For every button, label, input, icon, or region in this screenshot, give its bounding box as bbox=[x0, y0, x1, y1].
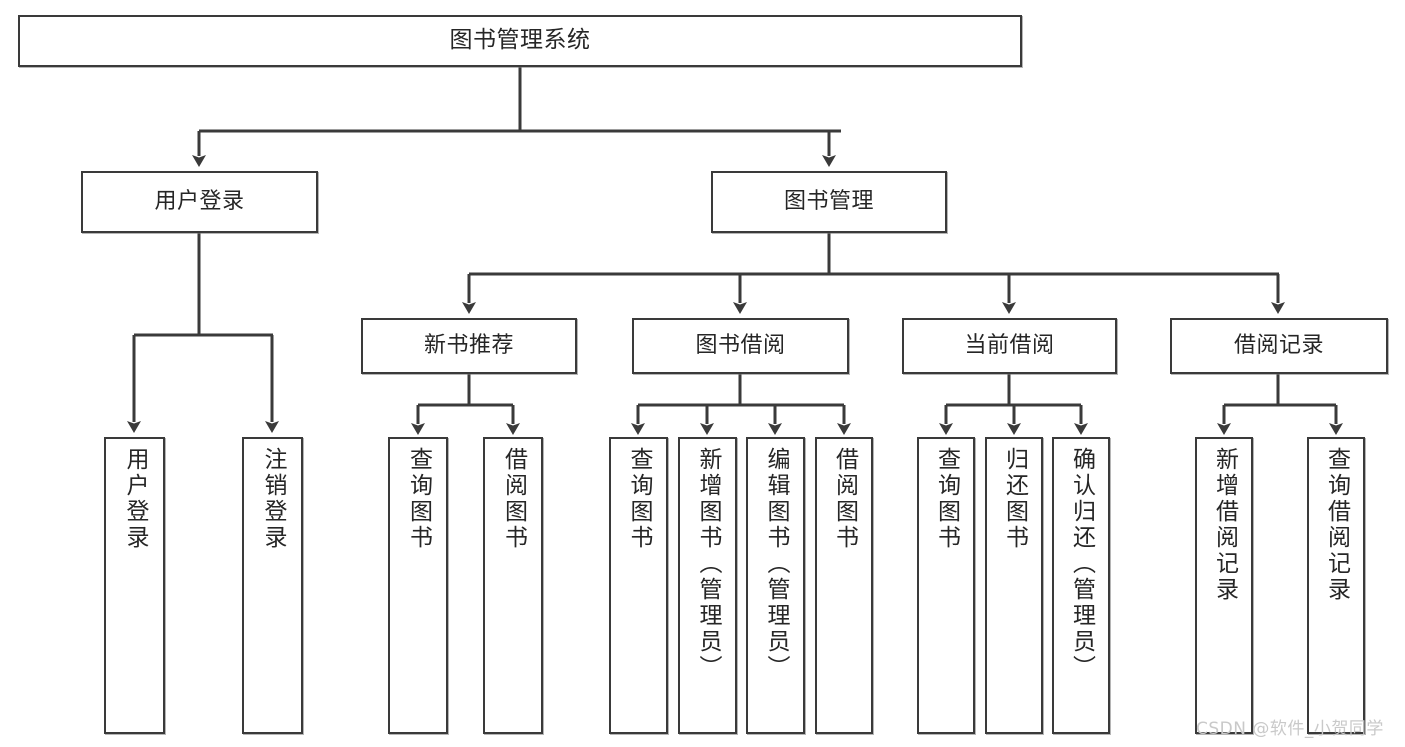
node-leaf-borrow-book-label: 借阅图书 bbox=[831, 447, 858, 551]
node-leaf-add-book[interactable]: 新增图书（管理员） bbox=[678, 437, 737, 734]
node-borrow-record[interactable]: 借阅记录 bbox=[1170, 318, 1388, 374]
node-leaf-confirm-return[interactable]: 确认归还（管理员） bbox=[1052, 437, 1110, 734]
node-leaf-user-logout-label: 注销登录 bbox=[260, 447, 286, 551]
node-leaf-query-record-label: 查询借阅记录 bbox=[1323, 447, 1350, 603]
node-leaf-borrow-book-rec-label: 借阅图书 bbox=[500, 447, 527, 551]
node-book-borrow[interactable]: 图书借阅 bbox=[632, 318, 849, 374]
node-current-borrow[interactable]: 当前借阅 bbox=[902, 318, 1117, 374]
node-leaf-query-book-cur-label: 查询图书 bbox=[933, 447, 960, 551]
node-book-manage[interactable]: 图书管理 bbox=[711, 171, 947, 233]
node-leaf-return-book-label: 归还图书 bbox=[1001, 447, 1028, 551]
node-leaf-borrow-book-rec[interactable]: 借阅图书 bbox=[483, 437, 543, 734]
node-leaf-query-book-borrow[interactable]: 查询图书 bbox=[609, 437, 668, 734]
node-leaf-user-login-label: 用户登录 bbox=[122, 447, 148, 551]
node-leaf-user-login[interactable]: 用户登录 bbox=[104, 437, 165, 734]
node-leaf-query-book-rec[interactable]: 查询图书 bbox=[388, 437, 448, 734]
node-user-login[interactable]: 用户登录 bbox=[81, 171, 318, 233]
node-leaf-add-record-label: 新增借阅记录 bbox=[1211, 447, 1238, 603]
node-leaf-edit-book-label: 编辑图书（管理员） bbox=[763, 447, 789, 681]
node-leaf-query-book-borrow-label: 查询图书 bbox=[626, 447, 652, 551]
node-leaf-borrow-book[interactable]: 借阅图书 bbox=[815, 437, 873, 734]
csdn-watermark: CSDN @软件_小贺同学 bbox=[1196, 719, 1384, 739]
node-root[interactable]: 图书管理系统 bbox=[18, 15, 1022, 67]
node-book-manage-label: 图书管理 bbox=[783, 189, 874, 215]
node-leaf-query-record[interactable]: 查询借阅记录 bbox=[1307, 437, 1365, 734]
node-leaf-query-book-rec-label: 查询图书 bbox=[405, 447, 432, 551]
node-leaf-confirm-return-label: 确认归还（管理员） bbox=[1068, 447, 1095, 681]
node-user-login-label: 用户登录 bbox=[154, 189, 245, 215]
node-leaf-return-book[interactable]: 归还图书 bbox=[985, 437, 1043, 734]
node-new-book-rec[interactable]: 新书推荐 bbox=[361, 318, 577, 374]
node-new-book-rec-label: 新书推荐 bbox=[423, 333, 514, 359]
node-leaf-query-book-cur[interactable]: 查询图书 bbox=[917, 437, 975, 734]
node-root-label: 图书管理系统 bbox=[449, 27, 591, 54]
node-leaf-edit-book[interactable]: 编辑图书（管理员） bbox=[746, 437, 805, 734]
node-leaf-add-book-label: 新增图书（管理员） bbox=[695, 447, 721, 681]
node-leaf-add-record[interactable]: 新增借阅记录 bbox=[1195, 437, 1253, 734]
node-current-borrow-label: 当前借阅 bbox=[964, 333, 1055, 359]
node-leaf-user-logout[interactable]: 注销登录 bbox=[242, 437, 303, 734]
node-book-borrow-label: 图书借阅 bbox=[695, 333, 786, 359]
node-borrow-record-label: 借阅记录 bbox=[1233, 333, 1324, 359]
